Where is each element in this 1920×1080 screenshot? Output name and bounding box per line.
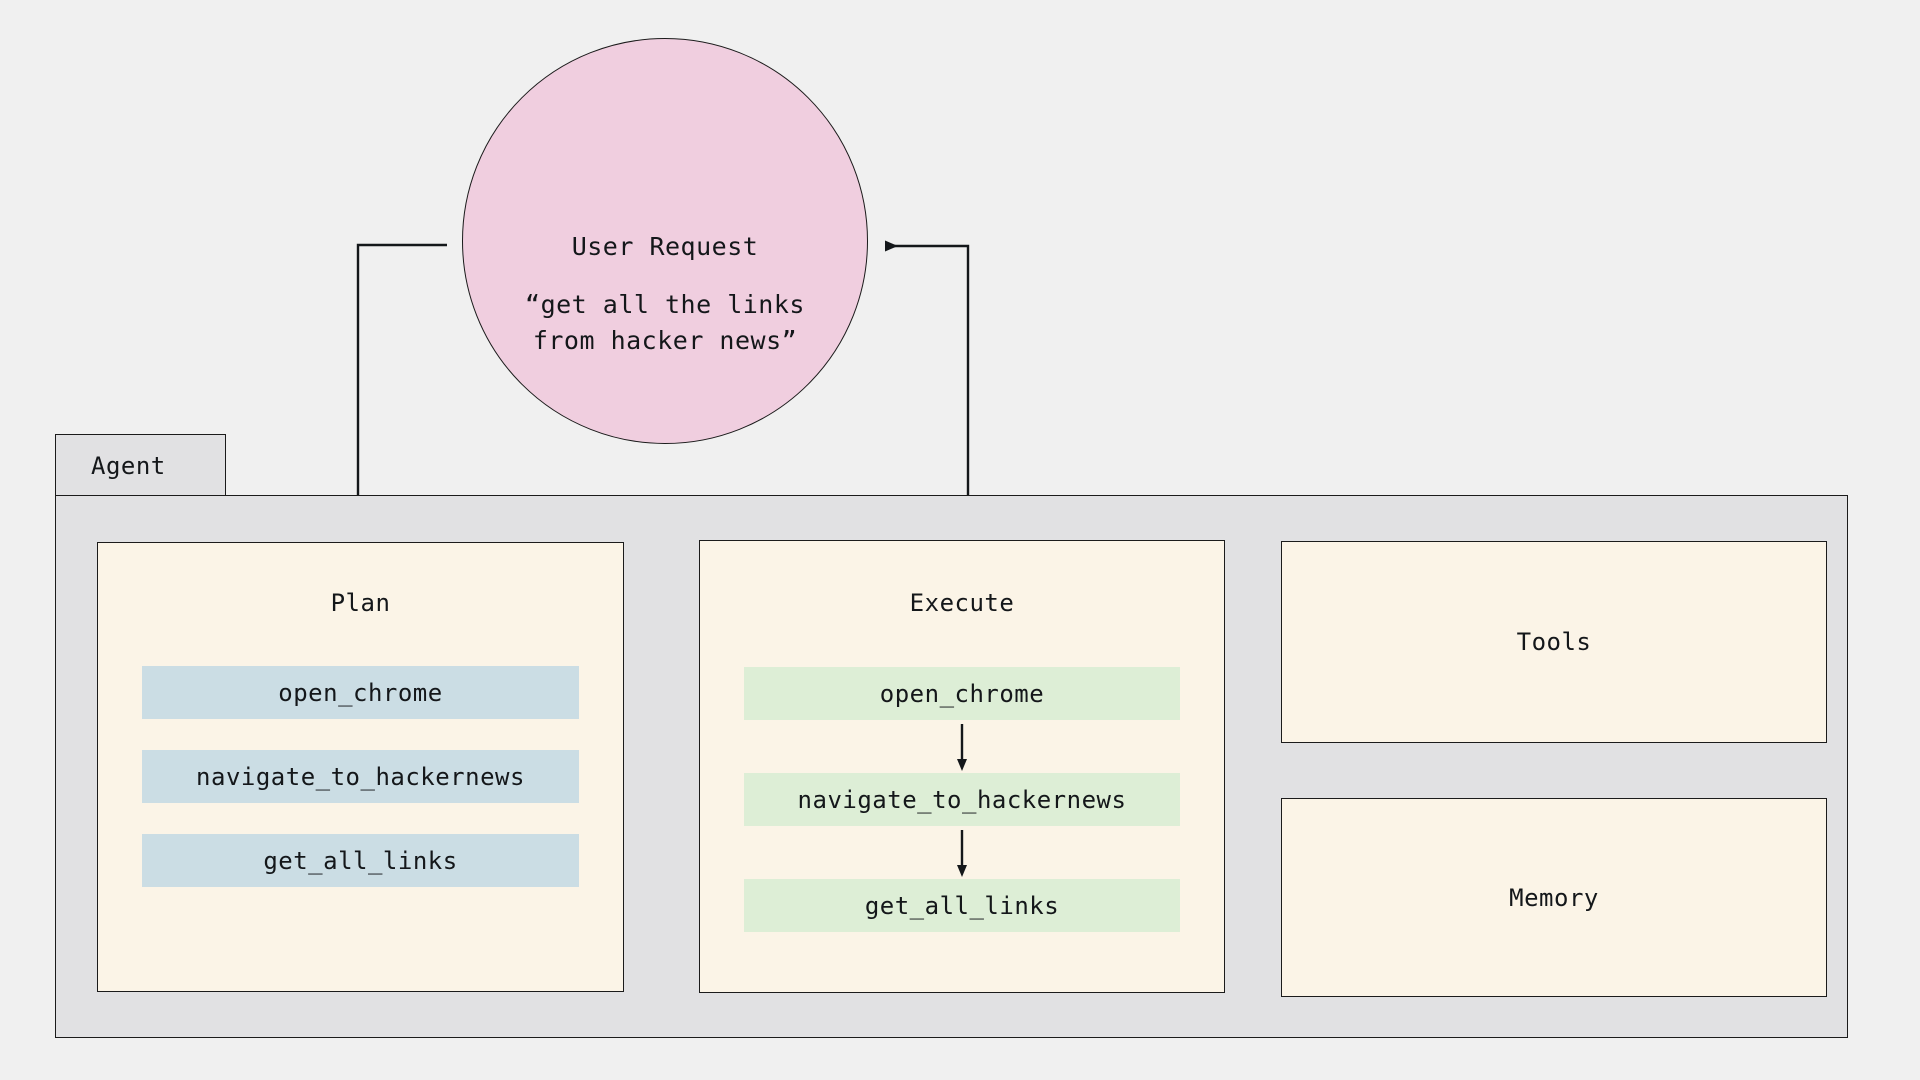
plan-panel-title: Plan [330,589,391,617]
execute-panel-title: Execute [909,589,1015,617]
execute-step-arrow-icon [700,720,1224,773]
plan-step-item[interactable]: open_chrome [142,666,579,719]
plan-step-list: open_chrome navigate_to_hackernews get_a… [98,666,623,918]
memory-panel[interactable]: Memory [1281,798,1827,997]
plan-step-item[interactable]: navigate_to_hackernews [142,750,579,803]
execute-step-item[interactable]: navigate_to_hackernews [744,773,1180,826]
user-request-title: User Request [571,232,759,261]
execute-step-arrow-icon [700,826,1224,879]
agent-tab: Agent [55,434,226,497]
execute-step-list: open_chrome navigate_to_hackernews get_a… [700,667,1224,932]
memory-panel-title: Memory [1509,883,1599,912]
tools-panel-title: Tools [1516,628,1592,656]
execute-step-item[interactable]: open_chrome [744,667,1180,720]
execute-panel[interactable]: Execute open_chrome navigate_to_hackerne… [699,540,1225,993]
plan-panel[interactable]: Plan open_chrome navigate_to_hackernews … [97,542,624,992]
user-request-node[interactable]: User Request “get all the links from hac… [462,38,868,444]
user-request-quote: “get all the links from hacker news” [525,290,805,355]
tools-panel[interactable]: Tools [1281,541,1827,743]
execute-step-item[interactable]: get_all_links [744,879,1180,932]
plan-step-item[interactable]: get_all_links [142,834,579,887]
agent-label: Agent [91,452,166,480]
